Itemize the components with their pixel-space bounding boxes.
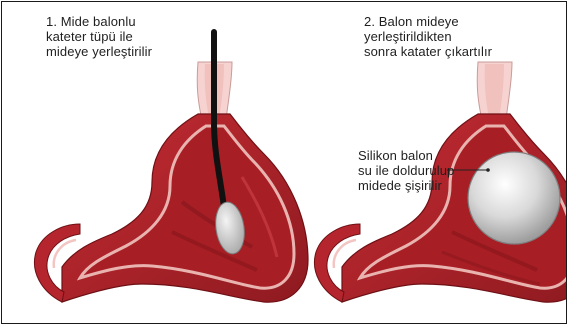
balloon-label: Silikon balon su ile doldurulup midede ş… [358,148,454,193]
inflated-balloon [468,152,560,244]
stomach-panel-1 [34,32,308,302]
step-1-caption: 1. Mide balonlu kateter tüpü ile mideye … [46,14,152,59]
step-2-caption: 2. Balon mideye yerleştirildikten sonra … [364,14,492,59]
